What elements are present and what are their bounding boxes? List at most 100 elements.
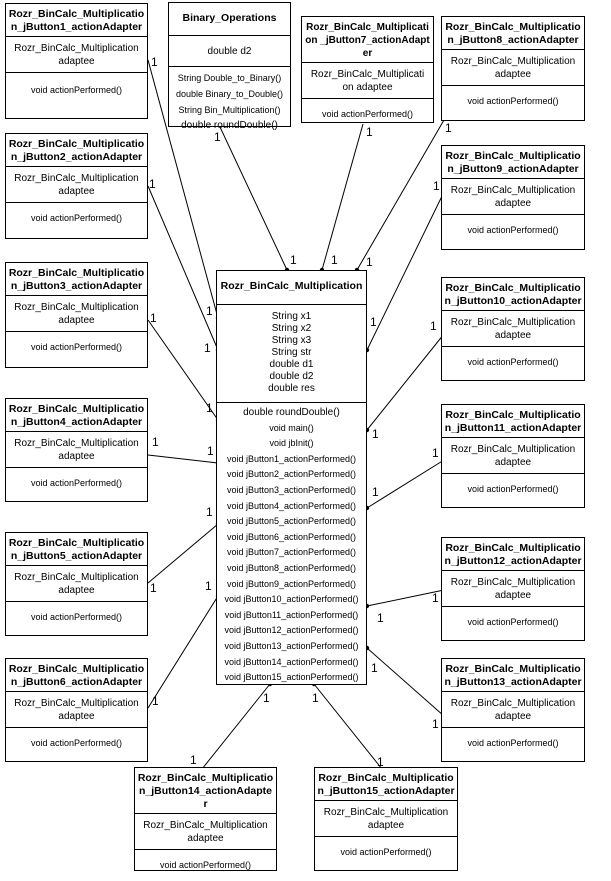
- attribute: Rozr_BinCalc_Multiplication adaptee: [135, 813, 276, 849]
- operation: void actionPerformed(): [6, 601, 147, 633]
- class-adapter-7[interactable]: Rozr_BinCalc_Multiplication _jButton7_ac…: [301, 16, 434, 123]
- multiplicity-label: 1: [190, 753, 197, 767]
- attribute: Rozr_BinCalc_Multiplication adaptee: [6, 431, 147, 467]
- attribute: Rozr_BinCalc_Multiplication adaptee: [442, 178, 584, 214]
- multiplicity-label: 1: [331, 253, 338, 267]
- association-adapter-5: [147, 523, 219, 584]
- attribute: Rozr_BinCalc_Multiplication adaptee: [442, 691, 584, 727]
- operation: void actionPerformed(): [6, 727, 147, 759]
- operation: String Double_to_Binary(): [177, 73, 282, 83]
- class-name: Binary_Operations: [182, 12, 277, 24]
- operation: void jButton8_actionPerformed(): [226, 562, 357, 573]
- class-adapter-13[interactable]: Rozr_BinCalc_Multiplicatio n_jButton13_a…: [441, 658, 585, 762]
- class-name: Rozr_BinCalc_Multiplicatio n_jButton1_ac…: [8, 8, 145, 33]
- attribute: double d2: [269, 371, 314, 382]
- class-adapter-5[interactable]: Rozr_BinCalc_Multiplicatio n_jButton5_ac…: [5, 532, 148, 636]
- multiplicity-label: 1: [290, 253, 297, 267]
- class-rozr-bincalc-multiplication[interactable]: Rozr_BinCalc_Multiplication String x1 St…: [216, 270, 367, 685]
- class-adapter-15[interactable]: Rozr_BinCalc_Multiplicatio n_jButton15_a…: [314, 767, 458, 871]
- multiplicity-label: 1: [371, 661, 378, 675]
- class-adapter-3[interactable]: Rozr_BinCalc_Multiplicatio n_jButton3_ac…: [5, 262, 148, 368]
- operation: void jButton5_actionPerformed(): [226, 516, 357, 527]
- operation: void jButton12_actionPerformed(): [224, 625, 359, 636]
- attribute: Rozr_BinCalc_Multiplication adaptee: [315, 800, 457, 836]
- multiplicity-label: 1: [204, 341, 211, 355]
- operation: void actionPerformed(): [6, 331, 147, 363]
- association-adapter-2: [147, 185, 219, 351]
- multiplicity-label: 1: [206, 401, 213, 415]
- class-name: Rozr_BinCalc_Multiplicatio n_jButton14_a…: [137, 772, 274, 810]
- attribute: Rozr_BinCalc_Multiplication adaptee: [6, 295, 147, 331]
- operation: String Bin_Multiplication(): [178, 105, 281, 115]
- multiplicity-label: 1: [214, 130, 221, 144]
- class-adapter-4[interactable]: Rozr_BinCalc_Multiplicatio n_jButton4_ac…: [5, 398, 148, 502]
- attribute: String x1: [271, 311, 312, 322]
- operation: void actionPerformed(): [442, 727, 584, 759]
- attribute: Rozr_BinCalc_Multiplication adaptee: [442, 310, 584, 346]
- operation: void jButton4_actionPerformed(): [226, 500, 357, 511]
- attribute: Rozr_BinCalc_Multiplication adaptee: [442, 437, 584, 473]
- multiplicity-label: 1: [432, 446, 439, 460]
- operation: void actionPerformed(): [6, 72, 147, 108]
- class-name: Rozr_BinCalc_Multiplicatio n_jButton6_ac…: [8, 663, 145, 688]
- multiplicity-label: 1: [377, 611, 384, 625]
- multiplicity-label: 1: [377, 755, 384, 769]
- operation: void jButton2_actionPerformed(): [226, 469, 357, 480]
- class-adapter-14[interactable]: Rozr_BinCalc_Multiplicatio n_jButton14_a…: [134, 767, 277, 871]
- operation: void jButton10_actionPerformed(): [224, 594, 359, 605]
- attributes-section: double d2: [169, 35, 290, 66]
- attribute: Rozr_BinCalc_Multiplication adaptee: [6, 166, 147, 202]
- operations-section: String Double_to_Binary() double Binary_…: [169, 66, 290, 137]
- attribute: Rozr_BinCalc_Multiplication adaptee: [6, 565, 147, 601]
- class-adapter-1[interactable]: Rozr_BinCalc_Multiplicatio n_jButton1_ac…: [5, 3, 148, 119]
- attribute: Rozr_BinCalc_Multiplication adaptee: [442, 570, 584, 606]
- class-adapter-8[interactable]: Rozr_BinCalc_Multiplicatio n_jButton8_ac…: [441, 16, 585, 121]
- class-adapter-12[interactable]: Rozr_BinCalc_Multiplicatio n_jButton12_a…: [441, 537, 585, 641]
- operation: void jButton13_actionPerformed(): [224, 640, 359, 651]
- multiplicity-label: 1: [207, 444, 214, 458]
- attribute: Rozr_BinCalc_Multiplication adaptee: [442, 49, 584, 85]
- association-adapter-4: [147, 454, 219, 464]
- multiplicity-label: 1: [372, 427, 379, 441]
- association-adapter-13: [366, 647, 445, 717]
- operation: void actionPerformed(): [442, 346, 584, 378]
- class-name: Rozr_BinCalc_Multiplicatio n_jButton9_ac…: [445, 150, 581, 175]
- operation: void jButton1_actionPerformed(): [226, 453, 357, 464]
- operation: void jButton7_actionPerformed(): [226, 547, 357, 558]
- class-binary-operations[interactable]: Binary_Operations double d2 String Doubl…: [168, 2, 291, 131]
- attribute: Rozr_BinCalc_Multiplication adaptee: [6, 691, 147, 727]
- class-adapter-6[interactable]: Rozr_BinCalc_Multiplicatio n_jButton6_ac…: [5, 658, 148, 762]
- multiplicity-label: 1: [372, 485, 379, 499]
- class-name: Rozr_BinCalc_Multiplicatio n_jButton13_a…: [444, 663, 582, 688]
- class-adapter-10[interactable]: Rozr_BinCalc_Multiplicatio n_jButton10_a…: [441, 277, 585, 381]
- multiplicity-label: 1: [312, 691, 319, 705]
- operations-section: double roundDouble() void main() void jb…: [217, 402, 366, 688]
- association-adapter-6: [147, 595, 219, 709]
- class-name: Rozr_BinCalc_Multiplicatio n_jButton5_ac…: [8, 537, 145, 562]
- operation: void actionPerformed(): [442, 214, 584, 246]
- operation: void actionPerformed(): [442, 473, 584, 505]
- class-name: Rozr_BinCalc_Multiplication: [220, 280, 363, 292]
- association-binary-operations: [219, 126, 288, 271]
- multiplicity-label: 1: [432, 591, 439, 605]
- class-name: Rozr_BinCalc_Multiplicatio n_jButton3_ac…: [8, 267, 145, 292]
- multiplicity-label: 1: [151, 55, 158, 69]
- class-adapter-9[interactable]: Rozr_BinCalc_Multiplicatio n_jButton9_ac…: [441, 145, 585, 250]
- association-adapter-10: [366, 333, 445, 431]
- association-adapter-15: [313, 683, 387, 775]
- association-adapter-3: [147, 319, 219, 421]
- attributes-section: String x1 String x2 String x3 String str…: [217, 304, 366, 402]
- operation: double roundDouble(): [243, 407, 340, 418]
- operation: void actionPerformed(): [302, 98, 433, 130]
- operation: void actionPerformed(): [6, 202, 147, 234]
- operation: void jButton15_actionPerformed(): [224, 672, 359, 683]
- operation: void main(): [269, 422, 314, 433]
- multiplicity-label: 1: [430, 319, 437, 333]
- attribute: String x3: [271, 335, 312, 346]
- association-adapter-1: [147, 59, 219, 319]
- operation: void jbInit(): [269, 438, 314, 449]
- attribute: Rozr_BinCalc_Multiplication adaptee: [6, 36, 147, 72]
- class-name: Rozr_BinCalc_Multiplicatio n_jButton8_ac…: [445, 21, 581, 46]
- class-adapter-11[interactable]: Rozr_BinCalc_Multiplicatio n_jButton11_a…: [441, 404, 585, 508]
- class-adapter-2[interactable]: Rozr_BinCalc_Multiplicatio n_jButton2_ac…: [5, 133, 148, 239]
